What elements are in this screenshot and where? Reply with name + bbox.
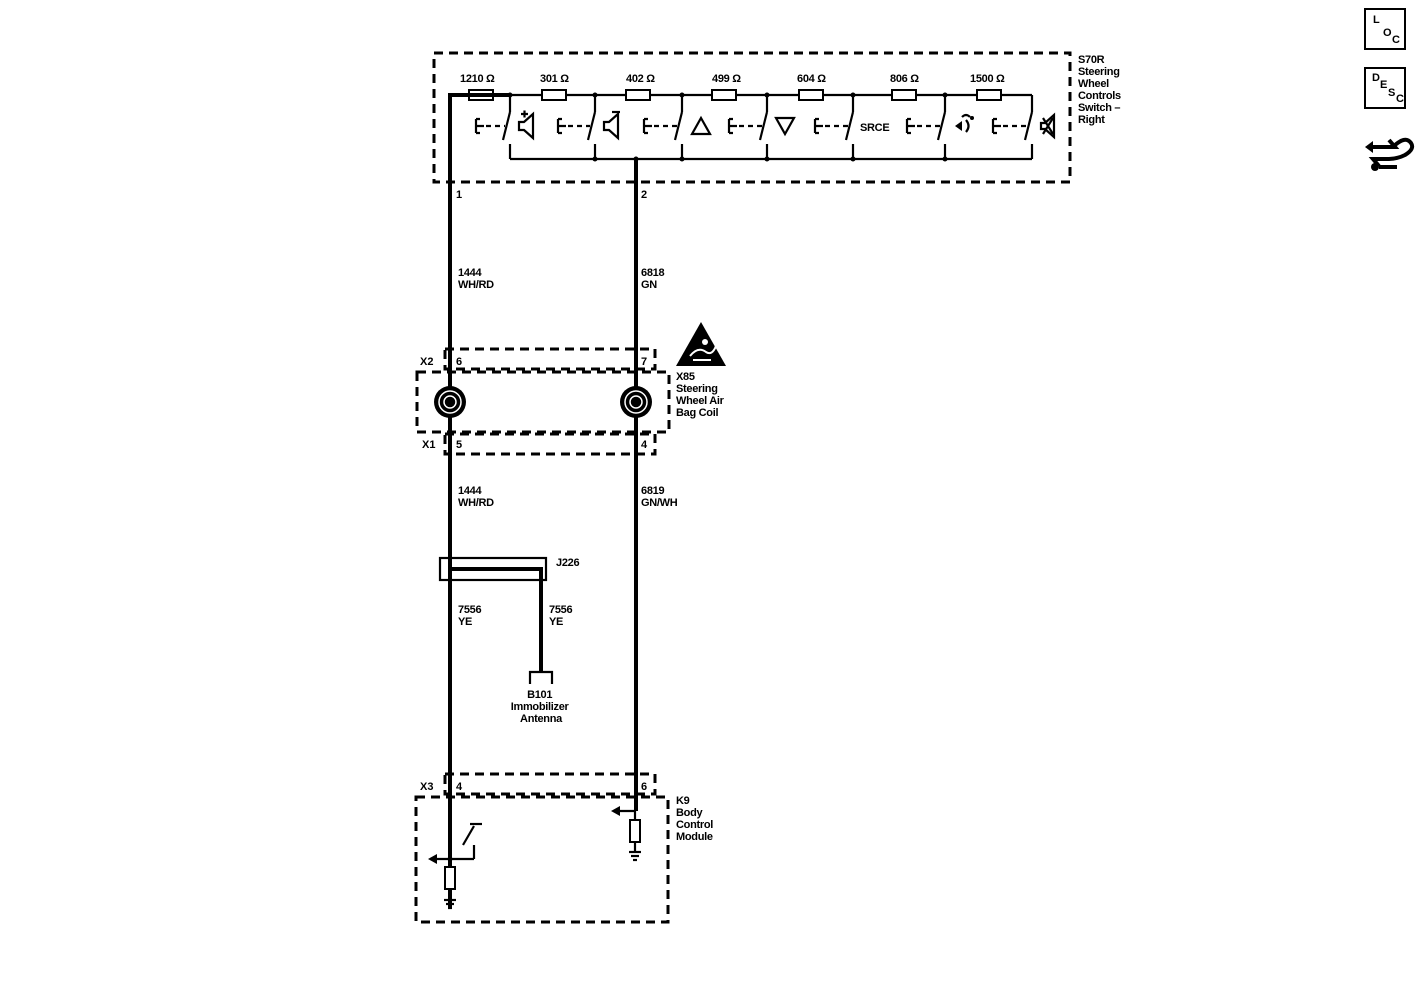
resistor-301 xyxy=(541,89,567,101)
voice-recognition-icon xyxy=(955,113,974,133)
wire-label-upper-right: 6818 GN xyxy=(641,267,667,291)
antenna-connector-icon xyxy=(528,670,554,684)
resistor-icon xyxy=(629,819,641,843)
coil-pin: 6 xyxy=(456,356,462,368)
bcm-right-input-circuit xyxy=(611,806,641,862)
loc-letter: L xyxy=(1373,14,1380,26)
resistor-label: 402 Ω xyxy=(626,73,655,85)
coil-pin: 4 xyxy=(641,439,648,451)
antenna-name: B101 Immobilizer Antenna xyxy=(511,689,572,725)
loc-letter: O xyxy=(1383,27,1392,39)
wire-1444-left xyxy=(448,93,510,908)
desc-letter: E xyxy=(1380,79,1388,91)
desc-letter: D xyxy=(1372,72,1380,84)
body-control-module[interactable]: X3 4 6 K9 Body Control Module xyxy=(414,772,716,924)
seek-down-icon xyxy=(774,116,796,137)
volume-up-icon xyxy=(517,110,535,141)
seek-up-icon xyxy=(690,115,712,136)
resistor-label: 1500 Ω xyxy=(970,73,1005,85)
splice-label: J226 xyxy=(556,557,579,569)
bcm-pin: 6 xyxy=(641,781,647,793)
switch-boundary xyxy=(432,51,1072,184)
navigation-arrows-graphic xyxy=(1365,137,1415,171)
desc-letter: S xyxy=(1388,87,1396,99)
steering-wheel-controls-switch[interactable]: 1210 Ω 301 Ω 402 Ω 499 Ω 604 Ω 806 Ω 150… xyxy=(432,51,1124,201)
splice-branch-wire xyxy=(450,567,543,672)
switch-pin-1: 1 xyxy=(456,189,462,201)
desc-letter: C xyxy=(1396,93,1404,105)
wire-label-splice-right: 7556 YE xyxy=(549,604,575,628)
connector-x2-label: X2 xyxy=(420,356,433,368)
immobilizer-antenna[interactable]: B101 Immobilizer Antenna xyxy=(511,670,572,725)
source-label: SRCE xyxy=(860,122,889,134)
resistor-icon xyxy=(444,866,456,890)
wire-label-lower-right: 6819 GN/WH xyxy=(641,485,678,509)
resistor-402 xyxy=(625,89,651,101)
clockspring-coil-icon xyxy=(434,386,652,418)
connector-x1 xyxy=(443,432,657,456)
wire-label-splice-left: 7556 YE xyxy=(458,604,484,628)
splice-j226[interactable]: J226 xyxy=(438,556,580,672)
resistor-label: 499 Ω xyxy=(712,73,741,85)
connector-x2 xyxy=(443,347,657,371)
resistor-label: 604 Ω xyxy=(797,73,826,85)
bcm-name: K9 Body Control Module xyxy=(676,795,716,843)
resistor-label: 1210 Ω xyxy=(460,73,495,85)
coil-pin: 7 xyxy=(641,356,647,368)
coil-pin: 5 xyxy=(456,439,462,451)
description-view-button[interactable]: D E S C xyxy=(1364,67,1406,109)
resistor-label: 301 Ω xyxy=(540,73,569,85)
resistor-604 xyxy=(798,89,824,101)
airbag-warning-icon xyxy=(676,322,726,366)
loc-letter: C xyxy=(1392,34,1400,46)
location-view-button[interactable]: L O C xyxy=(1364,8,1406,50)
resistor-499 xyxy=(711,89,737,101)
bcm-pin: 4 xyxy=(456,781,463,793)
navigation-arrows-icon[interactable] xyxy=(1363,125,1417,175)
air-bag-coil[interactable]: X2 6 7 X1 5 4 X85 Steering Wheel Air Bag… xyxy=(415,322,726,456)
connector-x1-label: X1 xyxy=(422,439,435,451)
switch-pin-2: 2 xyxy=(641,189,647,201)
wire-label-upper-left: 1444 WH/RD xyxy=(458,267,494,291)
switch-name: S70R Steering Wheel Controls Switch – Ri… xyxy=(1078,54,1124,126)
coil-boundary xyxy=(415,370,671,434)
switch-contacts xyxy=(474,92,1034,162)
resistor-806 xyxy=(891,89,917,101)
mute-icon xyxy=(1039,112,1056,140)
resistor-label: 806 Ω xyxy=(890,73,919,85)
wire-label-lower-left: 1444 WH/RD xyxy=(458,485,494,509)
connector-x3 xyxy=(443,772,657,796)
bcm-left-input-circuit xyxy=(428,822,482,910)
splice-box xyxy=(438,556,548,582)
resistor-1500 xyxy=(976,89,1002,101)
connector-x3-label: X3 xyxy=(420,781,433,793)
coil-name: X85 Steering Wheel Air Bag Coil xyxy=(676,371,726,419)
circuit-wires xyxy=(448,93,638,908)
bcm-boundary xyxy=(414,795,670,924)
volume-down-icon xyxy=(602,110,620,141)
